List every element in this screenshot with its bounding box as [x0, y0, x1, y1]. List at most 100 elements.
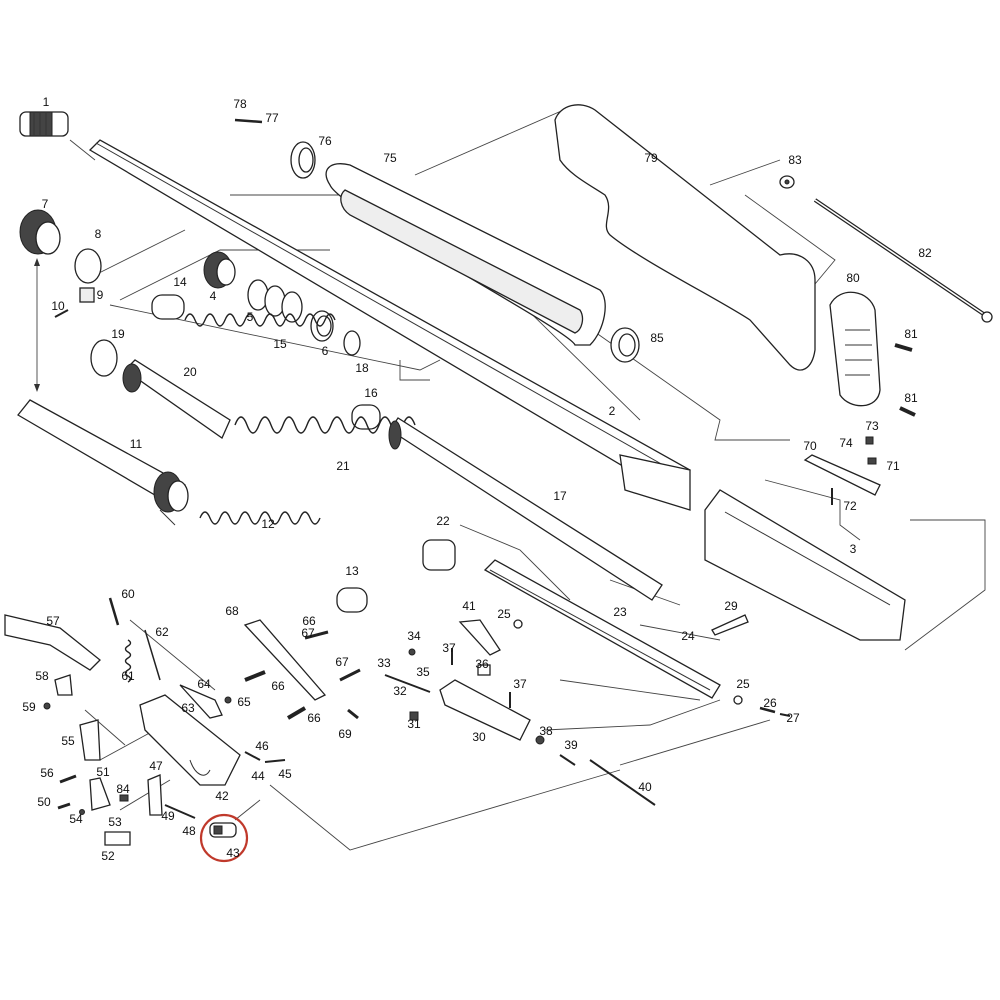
part-9-clip	[79, 287, 95, 303]
part-label-4: 4	[210, 289, 217, 303]
part-label-55: 55	[61, 734, 75, 748]
part-73-74-71-small-parts	[865, 436, 877, 465]
part-label-9: 9	[97, 288, 104, 302]
part-44-45-46-pins	[244, 751, 286, 763]
part-76-ring	[290, 141, 316, 179]
part-label-19: 19	[111, 327, 125, 341]
part-label-44: 44	[251, 769, 265, 783]
part-25-26-27-pins	[513, 619, 791, 717]
part-label-39: 39	[564, 738, 578, 752]
part-label-60: 60	[121, 587, 135, 601]
part-label-37: 37	[442, 641, 456, 655]
part-label-11: 11	[130, 437, 143, 451]
part-20-piston	[122, 359, 231, 439]
part-label-40: 40	[638, 780, 652, 794]
part-label-75: 75	[383, 151, 397, 165]
part-label-74: 74	[839, 436, 853, 450]
part-label-46: 46	[255, 739, 269, 753]
part-label-2: 2	[609, 404, 616, 418]
part-77-78-pins	[234, 118, 263, 124]
part-79-buttstock	[554, 104, 816, 371]
part-21-spring	[234, 416, 416, 434]
part-label-67: 67	[335, 655, 349, 669]
part-label-66: 66	[307, 711, 321, 725]
part-label-37: 37	[513, 677, 527, 691]
part-label-76: 76	[318, 134, 332, 148]
part-10-screw	[54, 309, 69, 318]
part-16-bushing	[351, 404, 381, 430]
part-label-72: 72	[843, 499, 857, 513]
part-label-57: 57	[46, 614, 60, 628]
part-label-13: 13	[345, 564, 359, 578]
part-48-49-pins	[164, 804, 196, 819]
part-label-49: 49	[161, 809, 175, 823]
part-label-5: 5	[247, 310, 254, 324]
part-31-to-37-small-parts	[384, 648, 511, 721]
part-label-66: 66	[271, 679, 285, 693]
part-22-clamp	[422, 539, 456, 571]
part-57-carrier-latch	[4, 614, 101, 671]
part-23-action-bar	[483, 559, 721, 699]
part-label-42: 42	[215, 789, 229, 803]
part-80-recoil-pad	[829, 291, 881, 407]
part-17-tube	[388, 417, 663, 601]
part-label-54: 54	[69, 812, 83, 826]
part-label-53: 53	[108, 815, 122, 829]
part-label-6: 6	[322, 344, 329, 358]
part-6-ring	[310, 310, 334, 342]
part-8-ring	[74, 248, 102, 284]
part-label-56: 56	[40, 766, 54, 780]
part-39-40-firing-pin	[559, 754, 656, 806]
part-label-82: 82	[918, 246, 932, 260]
part-68-disconnector	[243, 619, 327, 701]
part-label-68: 68	[225, 604, 239, 618]
part-83-washer	[779, 175, 795, 189]
part-13-bushing	[336, 587, 368, 613]
part-trigger-housing	[139, 694, 241, 786]
part-label-16: 16	[364, 386, 378, 400]
part-label-84: 84	[116, 782, 130, 796]
part-4-nut	[203, 251, 236, 289]
part-label-29: 29	[724, 599, 738, 613]
part-label-50: 50	[37, 795, 51, 809]
part-12-spring	[199, 511, 321, 525]
part-label-15: 15	[273, 337, 287, 351]
part-label-85: 85	[650, 331, 664, 345]
part-label-43: 43	[226, 846, 240, 860]
part-label-8: 8	[95, 227, 102, 241]
part-label-45: 45	[278, 767, 292, 781]
part-30-bolt-carrier	[439, 679, 545, 745]
part-label-61: 61	[121, 669, 135, 683]
part-85-ring	[610, 327, 640, 363]
part-label-25: 25	[497, 607, 511, 621]
part-label-27: 27	[786, 711, 800, 725]
part-label-78: 78	[233, 97, 247, 111]
part-label-34: 34	[407, 629, 421, 643]
part-label-21: 21	[336, 459, 350, 473]
part-18-ring	[343, 330, 361, 356]
part-43-bushing	[209, 822, 237, 838]
part-2-barrel	[88, 139, 691, 511]
part-11-magazine-tube	[17, 399, 189, 526]
part-51-trigger	[89, 777, 111, 811]
part-label-7: 7	[42, 197, 49, 211]
part-label-3: 3	[850, 542, 857, 556]
part-label-79: 79	[644, 151, 658, 165]
part-label-67: 67	[301, 626, 315, 640]
part-label-33: 33	[377, 656, 391, 670]
part-50-to-56-pins	[57, 774, 85, 815]
part-label-17: 17	[553, 489, 567, 503]
part-label-58: 58	[35, 669, 49, 683]
part-label-14: 14	[173, 275, 187, 289]
part-47-sear	[147, 774, 163, 816]
part-3-receiver	[704, 489, 906, 641]
part-81-screw-upper	[894, 343, 913, 352]
part-label-81: 81	[904, 327, 918, 341]
part-7-cap	[19, 209, 61, 255]
part-label-59: 59	[22, 700, 36, 714]
part-label-47: 47	[149, 759, 163, 773]
part-label-12: 12	[261, 517, 275, 531]
part-52-53-parts	[104, 831, 131, 846]
part-84-pin	[119, 794, 129, 802]
